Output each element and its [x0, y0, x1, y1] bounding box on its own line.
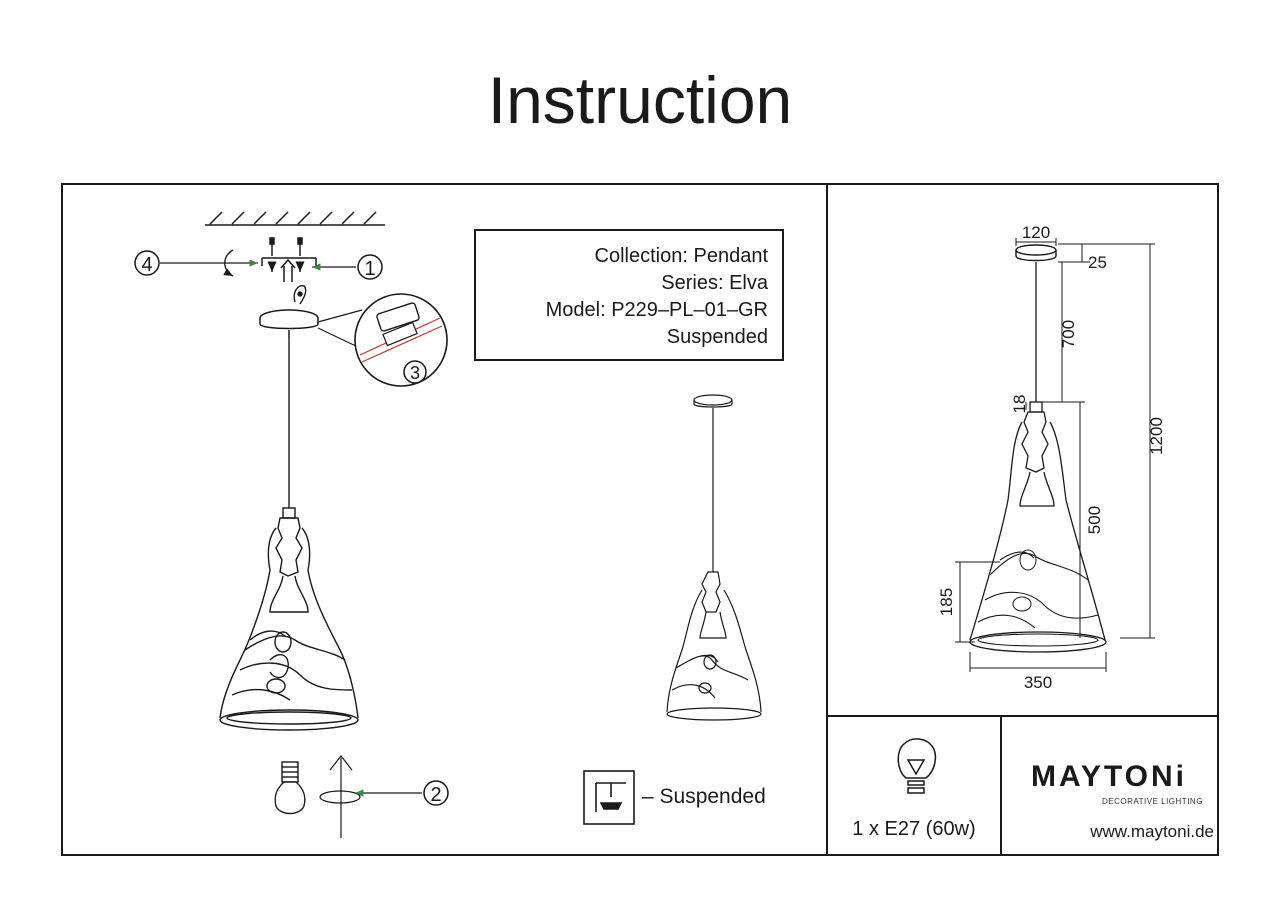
suspended-icon — [583, 770, 635, 825]
divider-vertical-main — [826, 183, 828, 856]
dim-canopy-diameter: 120 — [1022, 223, 1050, 242]
dim-pattern-height: 185 — [937, 588, 956, 616]
mounting-bracket — [261, 237, 317, 282]
divider-horizontal-info — [826, 715, 1219, 717]
callout-step-4: 4 — [134, 249, 258, 277]
svg-text:2: 2 — [430, 784, 441, 806]
model-text: Model: P229–PL–01–GR — [545, 299, 768, 321]
dimension-drawing — [955, 238, 1155, 672]
product-info-box: Collection: Pendant Series: Elva Model: … — [474, 229, 784, 361]
svg-text:1: 1 — [364, 258, 375, 280]
dim-socket-height: 18 — [1010, 395, 1029, 414]
instruction-frame — [61, 183, 1219, 856]
pendant-large — [219, 338, 359, 731]
dim-total-height: 1200 — [1147, 417, 1166, 455]
brand-tagline: DECORATIVE LIGHTING — [1102, 797, 1203, 806]
callout-step-2: 2 — [319, 755, 449, 838]
detail-magnifier: 3 — [317, 293, 448, 387]
wire-connector-hook — [293, 285, 307, 305]
svg-text:4: 4 — [141, 254, 152, 276]
svg-text:3: 3 — [410, 363, 420, 383]
dimension-labels: 120 25 700 18 1200 500 185 350 — [937, 223, 1166, 692]
dim-shade-diameter: 350 — [1024, 673, 1052, 692]
page-title: Instruction — [487, 63, 793, 137]
dim-shade-height: 500 — [1085, 506, 1104, 534]
bulb-icon — [274, 761, 306, 815]
collection-text: Collection: Pendant — [594, 245, 768, 267]
lightbulb-icon — [897, 738, 937, 794]
dim-cable-length: 700 — [1059, 320, 1078, 348]
callout-step-1: 1 — [312, 254, 383, 280]
type-text: Suspended — [666, 326, 768, 348]
canopy-left — [259, 309, 319, 338]
pendant-small — [666, 394, 762, 721]
brand-website: www.maytoni.de — [1090, 822, 1214, 841]
divider-vertical-info — [1000, 715, 1002, 856]
dim-canopy-height: 25 — [1088, 253, 1107, 272]
bulb-spec: 1 x E27 (60w) — [852, 818, 976, 840]
ceiling-hatch — [205, 211, 385, 226]
suspended-legend-label: – Suspended — [642, 785, 766, 808]
series-text: Series: Elva — [661, 272, 768, 294]
brand-logo: MAYTONi — [1030, 760, 1188, 793]
